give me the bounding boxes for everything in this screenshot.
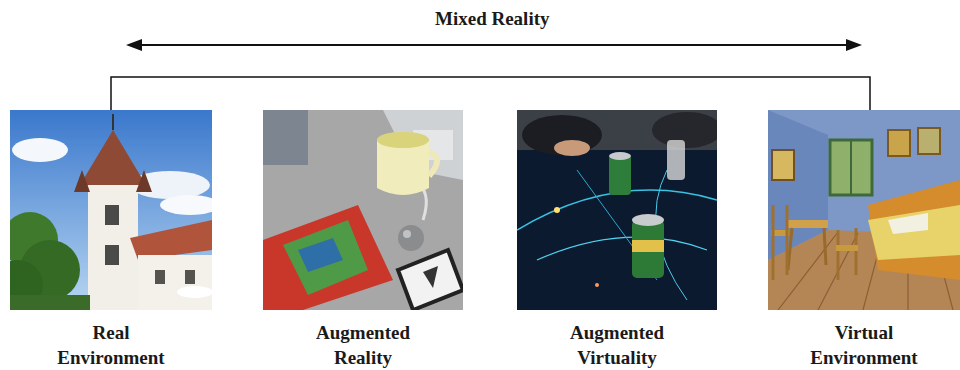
ar-desk-photo <box>263 110 463 310</box>
image-panel: Real Environment <box>10 110 212 370</box>
panel-caption: Augmented Virtuality <box>547 320 687 370</box>
arrow-line <box>138 44 850 46</box>
diagram-title: Mixed Reality <box>435 7 550 31</box>
image-panel: Augmented Virtuality <box>517 110 717 370</box>
image-panel: Augmented Reality <box>263 110 463 370</box>
panel-caption: Real Environment <box>41 320 181 370</box>
av-table-photo <box>517 110 717 310</box>
image-panel: Virtual Environment <box>768 110 960 370</box>
bracket-connector <box>111 77 870 110</box>
panel-caption: Virtual Environment <box>794 320 934 370</box>
panel-caption: Augmented Reality <box>293 320 433 370</box>
arrow-head <box>846 39 862 51</box>
arrow-head <box>126 39 142 51</box>
castle-photo <box>10 110 212 310</box>
virtual-bedroom <box>768 110 960 310</box>
